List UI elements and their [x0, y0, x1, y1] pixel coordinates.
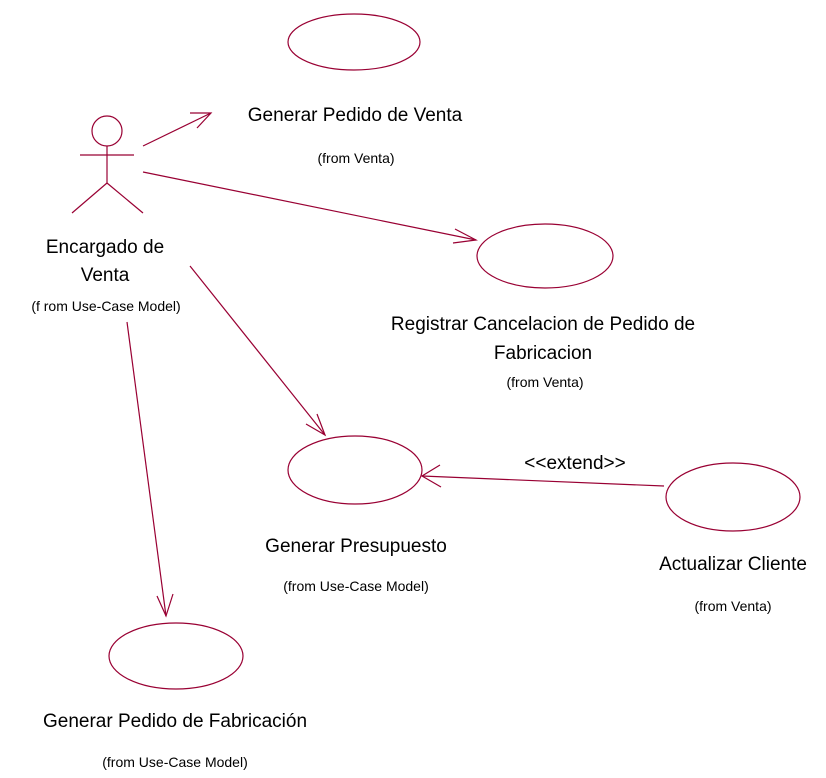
use-case-actualizar-cliente-package: (from Venta)	[694, 598, 772, 614]
use-case-generar-pedido-venta-name: Generar Pedido de Venta	[247, 105, 463, 126]
use-case-generar-pedido-fabricacion-ellipse[interactable]	[108, 622, 244, 690]
actor-figure[interactable]	[71, 115, 144, 214]
use-case-generar-pedido-venta-package: (from Venta)	[317, 150, 395, 166]
association-generar-presupuesto[interactable]	[189, 265, 327, 437]
association-generar-pedido-venta[interactable]	[142, 112, 213, 147]
use-case-generar-pedido-venta-ellipse[interactable]	[287, 13, 421, 71]
association-generar-pedido-fabricacion[interactable]	[126, 321, 174, 618]
use-case-registrar-cancelacion-package: (from Venta)	[506, 374, 584, 390]
use-case-registrar-cancelacion-name-line2: Fabricacion	[493, 343, 593, 364]
use-case-generar-presupuesto-package: (from Use-Case Model)	[283, 578, 429, 594]
extend-relationship[interactable]	[420, 464, 665, 488]
extend-label: <<extend>>	[524, 453, 626, 474]
use-case-actualizar-cliente-ellipse[interactable]	[665, 462, 801, 532]
actor-package: (f rom Use-Case Model)	[31, 298, 181, 314]
actor-name-line2: Venta	[80, 265, 130, 286]
association-registrar-cancelacion[interactable]	[142, 171, 478, 244]
use-case-generar-pedido-fabricacion-name: Generar Pedido de Fabricación	[42, 711, 308, 732]
use-case-generar-presupuesto-ellipse[interactable]	[287, 435, 423, 505]
use-case-generar-presupuesto-name: Generar Presupuesto	[265, 536, 447, 557]
use-case-actualizar-cliente-name: Actualizar Cliente	[659, 554, 807, 575]
use-case-registrar-cancelacion-name-line1: Registrar Cancelacion de Pedido de	[390, 314, 696, 335]
use-case-registrar-cancelacion-ellipse[interactable]	[476, 223, 614, 289]
actor-name-line1: Encargado de	[45, 237, 165, 258]
use-case-generar-pedido-fabricacion-package: (from Use-Case Model)	[102, 754, 248, 770]
